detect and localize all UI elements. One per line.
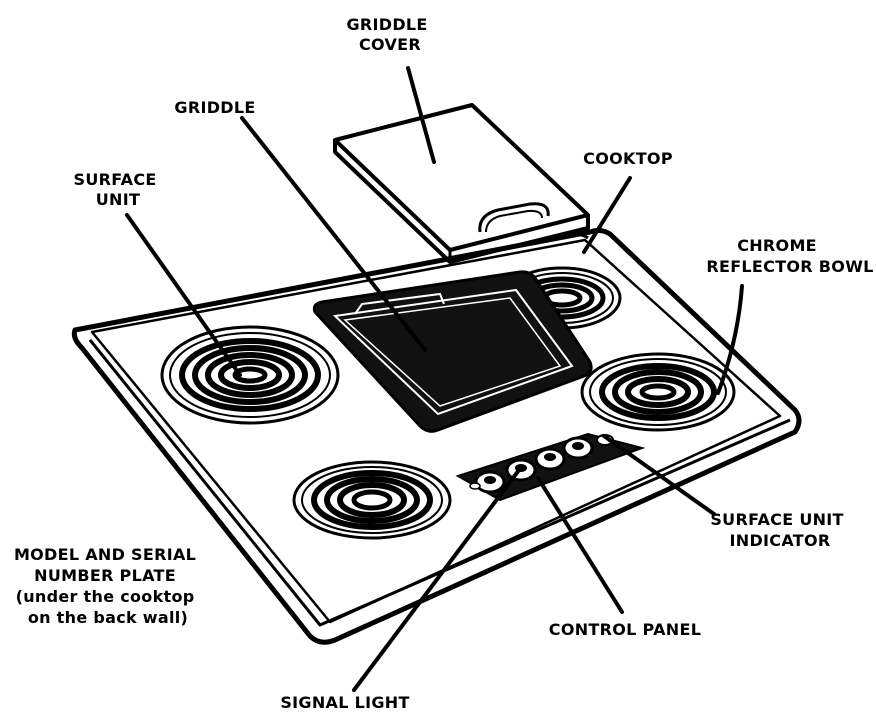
leader-cooktop [582, 176, 632, 254]
label-cooktop: COOKTOP [583, 149, 673, 168]
label-model-serial-plate: MODEL AND SERIAL NUMBER PLATE (under the… [14, 545, 202, 627]
surface-unit-left-front [292, 460, 452, 540]
griddle-cover [333, 103, 590, 264]
control-knob [562, 436, 594, 460]
leader-signal-light [352, 468, 521, 692]
leader-griddle [240, 116, 427, 352]
label-griddle-cover: GRIDDLE COVER [346, 15, 433, 54]
leader-control-panel [536, 476, 624, 614]
label-chrome-reflector-bowl: CHROME REFLECTOR BOWL [706, 236, 873, 276]
surface-unit-left-rear [160, 325, 340, 425]
control-knob [474, 470, 506, 494]
griddle [312, 270, 593, 433]
leader-surface-unit-indicator [602, 434, 716, 516]
control-panel [455, 432, 646, 502]
surface-unit-right-front [580, 352, 736, 432]
label-surface-unit-indicator: SURFACE UNIT INDICATOR [710, 510, 849, 550]
signal-light-lamp [469, 482, 481, 490]
label-control-panel: CONTROL PANEL [549, 620, 701, 639]
label-signal-light: SIGNAL LIGHT [280, 693, 409, 712]
leader-surface-unit [125, 213, 242, 377]
control-knob [534, 447, 566, 471]
leader-chrome-reflector-bowl [716, 284, 744, 395]
leader-lines [125, 66, 744, 692]
cooktop-body [71, 227, 802, 645]
label-surface-unit: SURFACE UNIT [74, 170, 163, 209]
leader-griddle-cover [406, 66, 436, 164]
label-griddle: GRIDDLE [174, 98, 255, 117]
